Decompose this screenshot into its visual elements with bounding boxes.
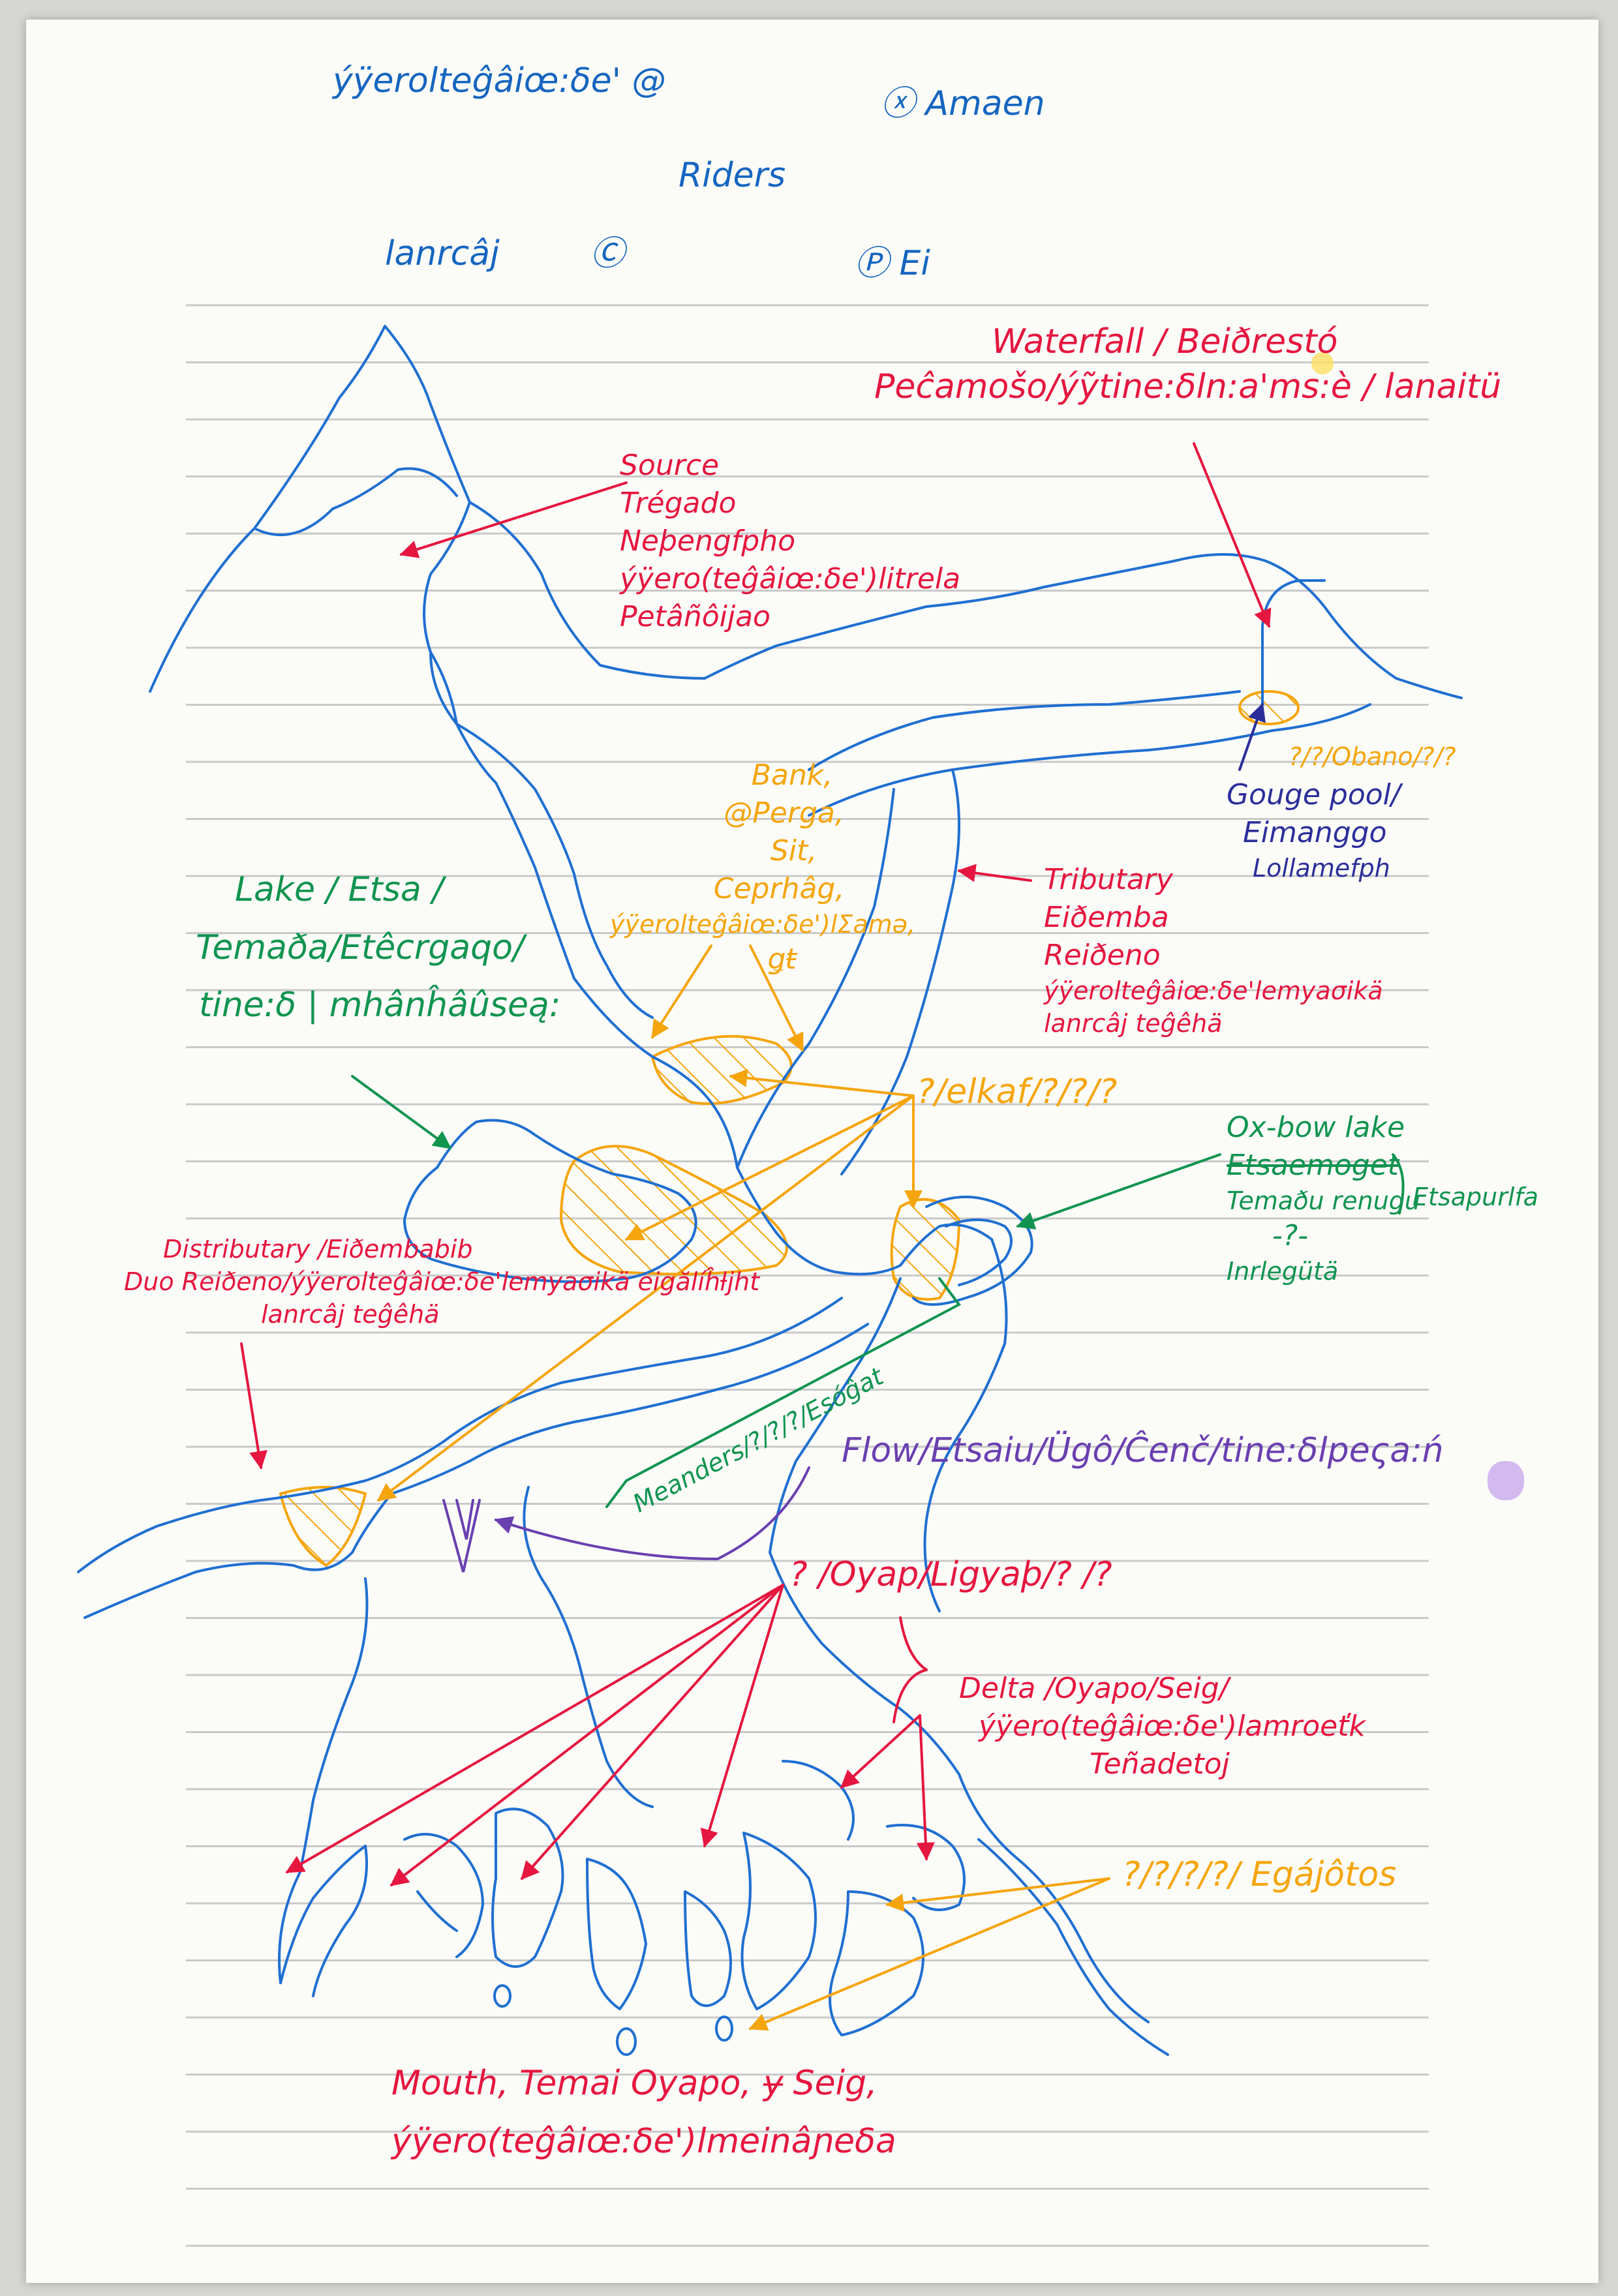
author-name: lanrcâj xyxy=(385,234,500,273)
delta-arrow-a xyxy=(840,1714,921,1789)
distributary-arrow xyxy=(240,1342,267,1470)
mountain-right-ridge xyxy=(468,501,706,680)
delta-island-8 xyxy=(782,1760,966,1911)
meander-lower-channel xyxy=(769,1238,1008,1612)
distributary-channel xyxy=(77,1297,869,1619)
arrows xyxy=(240,442,1405,2031)
delta-islet-b xyxy=(616,2027,637,2056)
waterfall-step xyxy=(1261,579,1326,706)
bank-arrow-right xyxy=(749,944,804,1052)
etsapurlfa-label: Etsapurlfa xyxy=(1412,1183,1539,1211)
delta-main-bank xyxy=(523,1486,1150,2023)
delta-island-3 xyxy=(491,1807,564,1968)
bank-label: Bank, @Perga, Sit, Ceprhâg, ýÿerolteĝâiœ… xyxy=(610,759,916,976)
delta-island-2 xyxy=(403,1833,484,1958)
copyright-icon: Ⓒ xyxy=(590,234,625,273)
elkaf-arrow-a xyxy=(729,1068,915,1097)
delta-island-7 xyxy=(829,1890,924,2036)
oxbow-arrow xyxy=(1016,1153,1221,1230)
delta-left-edge xyxy=(278,1577,369,1984)
distributary-hatch xyxy=(279,1486,367,1567)
main-river-left-bank xyxy=(736,1166,993,1276)
oxbow-loop xyxy=(912,1196,1033,1306)
elkaf-arrow-d xyxy=(376,1095,915,1502)
upper-river-right-bank xyxy=(455,723,654,1019)
tributary-label: Tributary Eiðemba Reiðeno ýÿerolteĝâiœ:δ… xyxy=(1044,863,1383,1038)
delta-island-6 xyxy=(740,1832,817,2010)
elkaf-arrow-b xyxy=(624,1095,915,1241)
waterfall-arrow xyxy=(1193,442,1272,628)
flow-arrow xyxy=(494,1466,810,1561)
header-title-right: ⓧ Amaen xyxy=(881,84,1045,123)
delta-brace xyxy=(893,1616,928,1723)
oyap-arrow-3 xyxy=(521,1584,784,1881)
waterfall-label: Waterfall / Beiðrestó Peĉamošo/ýỹtine:δl… xyxy=(874,322,1502,406)
gouge-pool-hatch xyxy=(1238,690,1300,725)
delta-island-1 xyxy=(279,1845,368,1997)
delta-islet-a xyxy=(493,1984,511,2008)
oxbow-label: Ox-bow lake Etsaemoget Temaðu renugu -?-… xyxy=(1227,1111,1420,1286)
gouge-pool-arrow xyxy=(1238,702,1266,771)
oyap-arrow-1 xyxy=(285,1584,784,1873)
header-title-left: ýÿerolteĝâiœ:δe' @ xyxy=(333,61,666,100)
publisher-label: Ⓟ Ei xyxy=(855,244,930,283)
hatched-areas xyxy=(279,690,1300,1567)
lake-arrow xyxy=(351,1075,452,1149)
elkaf-label: ?/elkaf/?/?/? xyxy=(917,1072,1118,1111)
river-lines xyxy=(77,325,1463,2056)
bank-arrow-left xyxy=(651,944,712,1039)
riders-heading: Riders xyxy=(679,156,786,195)
lake-outline xyxy=(403,1119,697,1283)
oyap-arrow-4 xyxy=(700,1584,784,1848)
oyap-label: ? /Oyap/Ligyaþ/? /? xyxy=(789,1555,1112,1594)
source-label: Source Trégado Neþengfpho ýÿero(teĝâiœ:δ… xyxy=(620,449,961,634)
mountain xyxy=(149,325,471,725)
egajotos-label: ?/?/?/?/ Egájôtos xyxy=(1122,1855,1397,1894)
highlighter-smudge xyxy=(1488,1461,1524,1500)
flow-label: Flow/Etsaiu/Ügô/Ĉenč/tine:δlpeςa:ń xyxy=(842,1431,1444,1470)
flow-direction-glyph xyxy=(442,1499,481,1573)
delta-islet-c xyxy=(715,2016,733,2042)
gouge-pool-question: ?/?/Obano/?/? xyxy=(1289,742,1456,771)
mouth-label: Mouth, Temai Oyapo, ɏ Seig, ýÿero(teĝâiœ… xyxy=(391,2064,896,2161)
delta-island-5 xyxy=(684,1890,732,2007)
highlighter-dot xyxy=(1311,352,1334,374)
egajotos-arrow-a xyxy=(885,1877,1110,1912)
egajotos-arrow-b xyxy=(748,1877,1110,2031)
source-arrow xyxy=(399,481,628,558)
delta-right-coast xyxy=(977,1838,1169,2056)
gouge-pool-channel xyxy=(808,690,1371,817)
delta-label: Delta /Oyapo/Seig/ ýÿero(teĝâiœ:δe')lamr… xyxy=(959,1672,1366,1781)
gouge-pool-label: Gouge pool/ Eimanggo Lollamefph xyxy=(1227,778,1401,883)
tributary-arrow xyxy=(957,864,1032,883)
upper-river-left-bank xyxy=(429,651,739,1169)
lake-label: Lake / Etsa / Temaða/Etêcrgaqo/ tine:δ |… xyxy=(196,870,561,1025)
delta-island-4 xyxy=(586,1858,647,2010)
oyap-arrow-2 xyxy=(389,1584,784,1886)
tributary-channel xyxy=(736,768,960,1175)
delta-arrow-b xyxy=(916,1714,935,1861)
oxbow-brace xyxy=(1392,1153,1405,1215)
meanders-bracket xyxy=(605,1277,962,1508)
upper-river-valley xyxy=(703,553,1463,699)
meander-hatch xyxy=(559,1145,788,1276)
oxbow-hatch xyxy=(890,1198,961,1301)
distributary-label: Distributary /Eiðembabib Duo Reiðeno/ýÿe… xyxy=(124,1235,760,1329)
